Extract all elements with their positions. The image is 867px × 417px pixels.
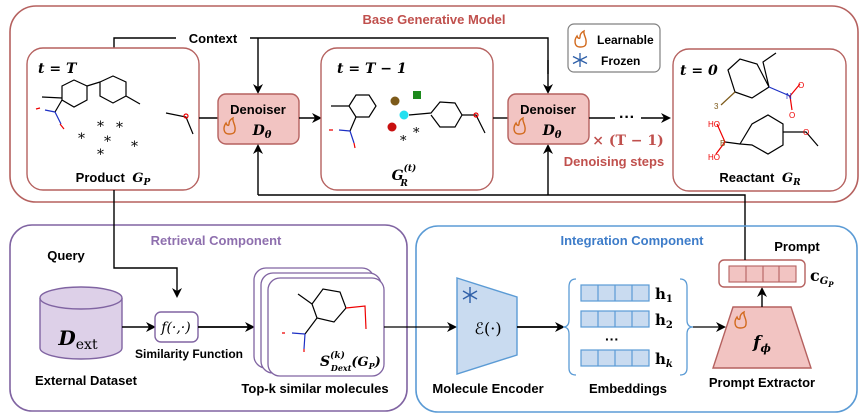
- prompt-label: Prompt: [774, 239, 820, 254]
- base-model-title: Base Generative Model: [362, 12, 505, 27]
- integration-title: Integration Component: [561, 233, 705, 248]
- embedding-h2: [580, 310, 650, 328]
- denoiser-2[interactable]: Denoiser Dθ: [507, 93, 590, 145]
- svg-text:*: *: [78, 131, 85, 147]
- svg-text:*: *: [104, 134, 111, 150]
- retrieval-container: [9, 224, 408, 412]
- svg-text:*: *: [97, 147, 104, 163]
- repeat-count: × (T − 1): [592, 133, 664, 149]
- similarity-function-box[interactable]: f(·,·): [154, 311, 199, 343]
- atom-b: B: [720, 139, 725, 148]
- noise-node-green: [413, 91, 421, 99]
- denoiser-2-label: Denoiser: [520, 102, 576, 117]
- denoiser-1-symbol: Dθ: [252, 123, 272, 141]
- extractor-symbol: fϕ: [752, 333, 771, 355]
- base-model-container: [9, 5, 859, 203]
- retrieval-title: Retrieval Component: [151, 233, 282, 248]
- topk-label: Top-k similar molecules: [241, 381, 388, 396]
- atom-br: 3: [714, 102, 719, 111]
- svg-text:*: *: [116, 120, 123, 136]
- svg-text:*: *: [131, 139, 138, 155]
- denoiser-1[interactable]: Denoiser Dθ: [217, 93, 300, 145]
- embeddings-label: Embeddings: [589, 381, 667, 396]
- denoising-steps-label: Denoising steps: [564, 154, 664, 169]
- snowflake-icon: [462, 287, 478, 303]
- product-molecule: [35, 75, 194, 135]
- encoder-symbol: ℰ(·): [474, 319, 501, 338]
- embeddings-ellipsis: ···: [605, 331, 619, 347]
- left-brace: [562, 278, 577, 376]
- atom-o: O: [803, 128, 809, 137]
- prompt-symbol: cGP: [810, 266, 834, 289]
- flame-icon: [223, 116, 236, 135]
- steps-ellipsis: ···: [619, 109, 635, 126]
- external-dataset-cylinder[interactable]: Dext: [39, 286, 123, 360]
- right-brace: [679, 278, 694, 376]
- atom-o: O: [798, 81, 804, 90]
- reactant-time: t = 0: [680, 63, 718, 79]
- intermediate-label: G(t)R: [392, 163, 417, 189]
- integration-container: [415, 225, 858, 413]
- h1-label: h1: [655, 285, 673, 305]
- hk-label: hk: [655, 350, 673, 370]
- product-box: [26, 47, 200, 191]
- product-time: t = T: [38, 61, 78, 77]
- noise-star: *: [400, 134, 407, 149]
- encoder-label: Molecule Encoder: [432, 381, 543, 396]
- dataset-label: External Dataset: [35, 373, 138, 388]
- flame-icon: [734, 310, 747, 329]
- embedding-h1: [580, 284, 650, 302]
- noise-node-cyan: [399, 110, 409, 120]
- atom-o: O: [789, 111, 795, 120]
- atom-n: N: [786, 92, 792, 101]
- query-line: [113, 190, 182, 298]
- flame-icon: [574, 29, 587, 48]
- noise-node-brown: [390, 96, 400, 106]
- prompt-extractor[interactable]: fϕ: [712, 306, 812, 369]
- snowflake-icon: [572, 53, 588, 67]
- similarity-symbol: f(·,·): [160, 320, 190, 336]
- svg-text:*: *: [97, 119, 104, 135]
- product-label: Product GP: [76, 170, 151, 188]
- embedding-hk: [580, 349, 650, 367]
- topk-stack[interactable]: S(k)Dext(GP): [253, 267, 385, 377]
- h2-label: h2: [655, 311, 673, 331]
- prompt-vector[interactable]: [718, 259, 806, 288]
- flame-icon: [513, 116, 526, 135]
- denoiser-1-label: Denoiser: [230, 102, 286, 117]
- reactant-label: Reactant GR: [719, 170, 801, 188]
- intermediate-time: t = T − 1: [337, 61, 407, 77]
- dataset-symbol: Dext: [57, 326, 98, 353]
- reactant-molecule: [715, 52, 819, 155]
- extractor-label: Prompt Extractor: [709, 375, 815, 390]
- atom-ho: HO: [708, 120, 720, 129]
- noise-atoms: *** ***: [78, 119, 138, 163]
- atom-ho: HO: [708, 153, 720, 162]
- similarity-label: Similarity Function: [135, 347, 243, 361]
- legend-learnable: Learnable: [597, 33, 654, 47]
- intermediate-box: [320, 47, 494, 191]
- noise-star: *: [413, 126, 420, 141]
- intermediate-molecule: [329, 94, 486, 149]
- legend-frozen: Frozen: [601, 54, 640, 68]
- denoiser-2-symbol: Dθ: [542, 123, 562, 141]
- query-label: Query: [47, 248, 85, 263]
- embeddings-group: ··· h1 h2 hk: [562, 278, 694, 376]
- topk-symbol: S(k)Dext(GP): [320, 350, 381, 373]
- context-label: Context: [189, 31, 238, 46]
- topk-molecule: [282, 288, 367, 352]
- molecule-encoder[interactable]: ℰ(·): [456, 277, 518, 375]
- noise-node-red: [387, 122, 397, 132]
- prompt-up-line: [548, 194, 746, 250]
- legend: Learnable Frozen: [567, 23, 661, 73]
